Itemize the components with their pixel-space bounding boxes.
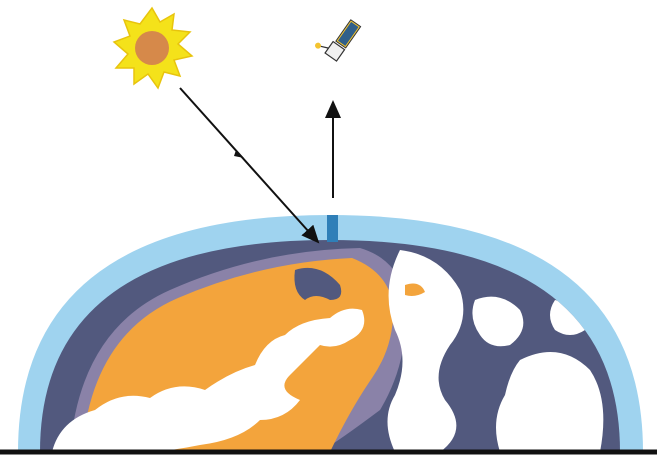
satellite-icon [314,11,361,62]
observed-pixel-column [327,215,338,242]
sun-icon [114,8,192,88]
incoming-radiation-arrow [180,88,318,242]
